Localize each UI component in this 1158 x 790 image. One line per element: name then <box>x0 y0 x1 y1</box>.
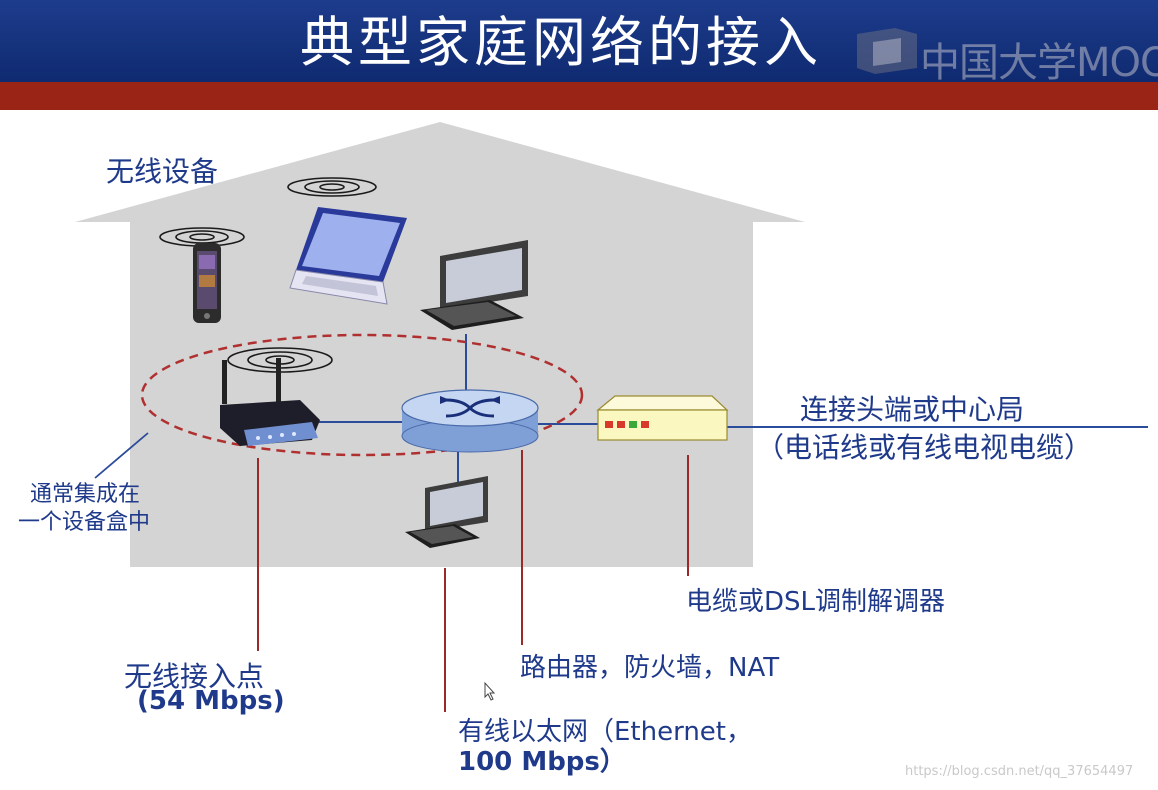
label-headend-line2: （电话线或有线电视电缆） <box>756 431 1093 464</box>
house-shape <box>75 122 805 567</box>
label-access-point-line1: 无线接入点 <box>124 660 265 693</box>
mouse-cursor-icon <box>484 681 496 701</box>
title-bar-stripe <box>0 82 1158 110</box>
desktop-computer-icon <box>420 240 528 330</box>
watermark: https://blog.csdn.net/qq_37654497 <box>905 764 1134 779</box>
label-ethernet-line1: 有线以太网（Ethernet， <box>458 717 752 747</box>
label-wireless-devices: 无线设备 <box>106 155 219 188</box>
label-ethernet-line2: 100 Mbps） <box>458 747 626 777</box>
slide-title: 典型家庭网络的接入 <box>300 11 822 74</box>
smartphone-icon <box>193 243 221 323</box>
laptop-icon <box>289 207 407 305</box>
mooc-logo-icon <box>857 28 917 74</box>
label-modem: 电缆或DSL调制解调器 <box>686 587 946 617</box>
label-router: 路由器，防火墙，NAT <box>520 653 780 683</box>
router-icon <box>401 389 539 453</box>
label-access-point-line2: (54 Mbps) <box>137 686 285 716</box>
modem-icon <box>596 395 729 441</box>
desktop-computer-icon <box>405 476 488 548</box>
integrated-box-ellipse <box>140 333 584 457</box>
callout-integrated <box>94 432 149 479</box>
wireless-access-point-icon <box>220 358 320 446</box>
title-bar <box>0 0 1158 82</box>
label-headend-line1: 连接头端或中心局 <box>800 393 1025 426</box>
label-integrated-line1: 通常集成在 <box>30 482 141 507</box>
label-integrated-line2: 一个设备盒中 <box>18 510 151 535</box>
mooc-logo-text: 中国大学MOOC <box>920 40 1158 86</box>
